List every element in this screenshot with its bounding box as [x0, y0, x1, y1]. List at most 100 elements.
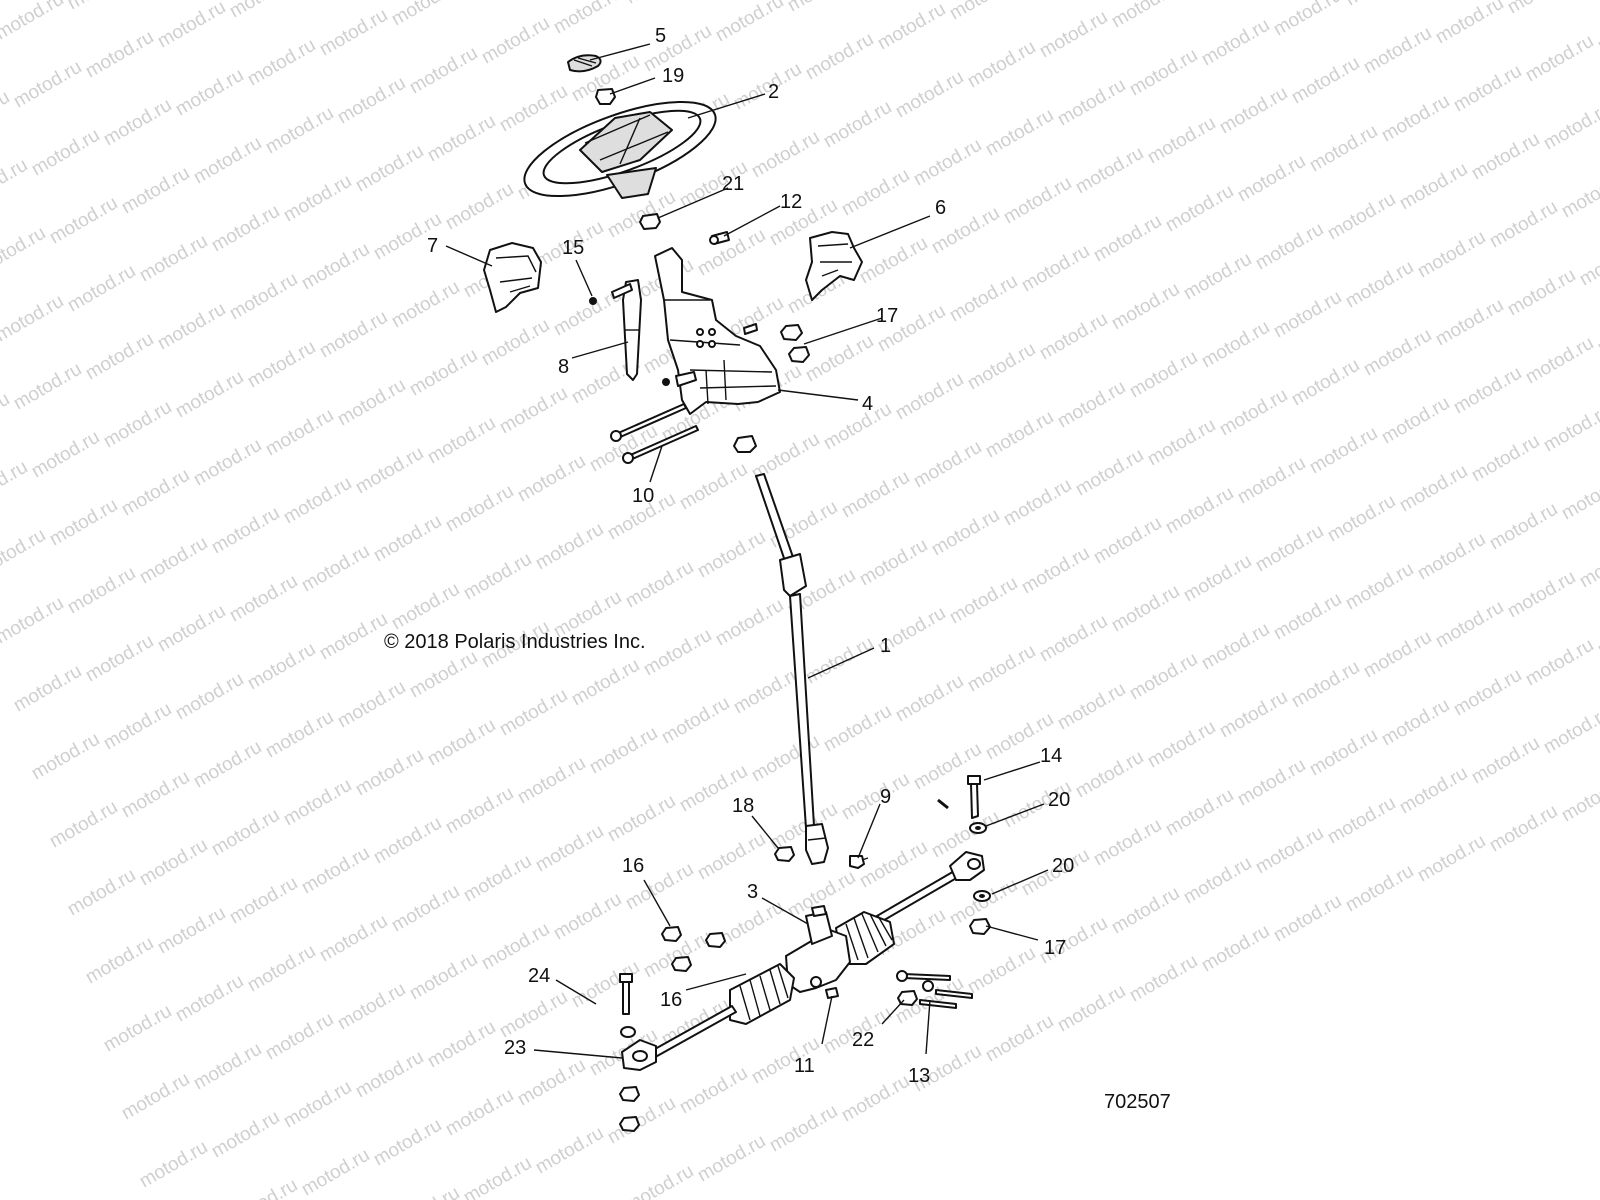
watermark-text: motod.ru	[1036, 7, 1111, 63]
watermark-text: motod.ru	[1486, 197, 1561, 253]
watermark-text: motod.ru	[1450, 363, 1525, 419]
watermark-text: motod.ru	[1360, 325, 1435, 381]
watermark-text: motod.ru	[802, 331, 877, 387]
part-nut-upper-17	[743, 323, 810, 363]
watermark-text: motod.ru	[442, 179, 517, 235]
watermark-text: motod.ru	[28, 427, 103, 483]
watermark-text: motod.ru	[1216, 687, 1291, 743]
watermark-text: motod.ru	[1306, 121, 1381, 177]
watermark-text: motod.ru	[334, 979, 409, 1035]
watermark-text: motod.ru	[964, 641, 1039, 697]
watermark-text: motod.ru	[64, 0, 139, 14]
part-washer-20b	[973, 890, 991, 902]
watermark-text: motod.ru	[82, 631, 157, 687]
watermark-text: motod.ru	[460, 549, 535, 605]
watermark-text: motod.ru	[244, 35, 319, 91]
watermark-text: motod.ru	[1468, 733, 1543, 789]
watermark-text: motod.ru	[946, 271, 1021, 327]
watermark-text: motod.ru	[118, 465, 193, 521]
part-bolts-10	[610, 403, 699, 464]
watermark-text: motod.ru	[1432, 597, 1507, 653]
watermark-text: motod.ru	[100, 397, 175, 453]
watermark-text: motod.ru	[334, 677, 409, 733]
watermark-text: motod.ru	[334, 73, 409, 129]
part-nuts-16	[661, 926, 726, 972]
watermark-text: motod.ru	[1486, 499, 1561, 555]
diagram-number: 702507	[1104, 1091, 1171, 1113]
watermark-text: motod.ru	[496, 987, 571, 1043]
watermark-text: motod.ru	[1234, 151, 1309, 207]
watermark-text: motod.ru	[226, 873, 301, 929]
watermark-text: motod.ru	[388, 1183, 463, 1200]
watermark-text: motod.ru	[496, 81, 571, 137]
callout-10: 10	[632, 485, 654, 507]
callout-21: 21	[722, 173, 744, 195]
watermark-text: motod.ru	[100, 1001, 175, 1057]
part-nut-18	[774, 846, 795, 862]
watermark-text: motod.ru	[388, 277, 463, 333]
watermark-text: motod.ru	[442, 1085, 517, 1141]
watermark-text: motod.ru	[136, 533, 211, 589]
watermark-text: motod.ru	[406, 43, 481, 99]
watermark-text: motod.ru	[1558, 771, 1600, 827]
watermark-text: motod.ru	[28, 729, 103, 785]
watermark-text: motod.ru	[226, 269, 301, 325]
watermark-text: motod.ru	[10, 661, 85, 717]
watermark-text: motod.ru	[172, 65, 247, 121]
watermark-text: motod.ru	[1378, 695, 1453, 751]
watermark-text: motod.ru	[856, 535, 931, 591]
watermark-text: motod.ru	[1288, 355, 1363, 411]
watermark-text: motod.ru	[676, 459, 751, 515]
watermark-text: motod.ru	[1252, 823, 1327, 879]
watermark-text: motod.ru	[1378, 393, 1453, 449]
watermark-text: motod.ru	[1288, 657, 1363, 713]
watermark-text: motod.ru	[1234, 755, 1309, 811]
watermark-text: motod.ru	[1072, 445, 1147, 501]
watermark-text: motod.ru	[1126, 45, 1201, 101]
watermark-text: motod.ru	[208, 503, 283, 559]
watermark-text: motod.ru	[1216, 385, 1291, 441]
callout-16b: 16	[660, 989, 682, 1011]
watermark-text: motod.ru	[1396, 159, 1471, 215]
callout-13: 13	[908, 1065, 930, 1087]
watermark-text: motod.ru	[1306, 423, 1381, 479]
watermark-text: motod.ru	[1018, 241, 1093, 297]
watermark-text: motod.ru	[280, 171, 355, 227]
part-bolt-14	[967, 775, 981, 819]
watermark-text: motod.ru	[388, 0, 463, 30]
watermark-text: motod.ru	[370, 1115, 445, 1171]
watermark-text: motod.ru	[370, 511, 445, 567]
watermark-text: motod.ru	[226, 571, 301, 627]
watermark-text: motod.ru	[478, 13, 553, 69]
watermark-text: motod.ru	[262, 707, 337, 763]
watermark-text: motod.ru	[388, 579, 463, 635]
watermark-text: motod.ru	[136, 231, 211, 287]
watermark-text: motod.ru	[118, 163, 193, 219]
watermark-text: motod.ru	[280, 775, 355, 831]
watermark-text: motod.ru	[1360, 23, 1435, 79]
watermark-text: motod.ru	[1072, 143, 1147, 199]
watermark-text: motod.ru	[172, 367, 247, 423]
watermark-text: motod.ru	[1342, 257, 1417, 313]
watermark-text: motod.ru	[1540, 703, 1600, 759]
watermark-text: motod.ru	[532, 519, 607, 575]
watermark-text: motod.ru	[1252, 219, 1327, 275]
watermark-text: motod.ru	[0, 223, 49, 279]
watermark-text: motod.ru	[640, 625, 715, 681]
watermark-text: motod.ru	[622, 1161, 697, 1200]
watermark-text: motod.ru	[1288, 53, 1363, 109]
watermark-text: motod.ru	[514, 451, 589, 507]
watermark-text: motod.ru	[856, 837, 931, 893]
part-wheel-nut	[595, 88, 616, 105]
watermark-text: motod.ru	[1000, 173, 1075, 229]
watermark-text: motod.ru	[1342, 861, 1417, 917]
watermark-text: motod.ru	[622, 557, 697, 613]
watermark-text: motod.ru	[766, 1101, 841, 1157]
watermark-text: motod.ru	[1234, 453, 1309, 509]
watermark-text: motod.ru	[424, 715, 499, 771]
watermark-text: motod.ru	[1108, 581, 1183, 637]
callout-15: 15	[562, 237, 584, 259]
callout-5: 5	[655, 25, 666, 47]
watermark-text: motod.ru	[1126, 347, 1201, 403]
